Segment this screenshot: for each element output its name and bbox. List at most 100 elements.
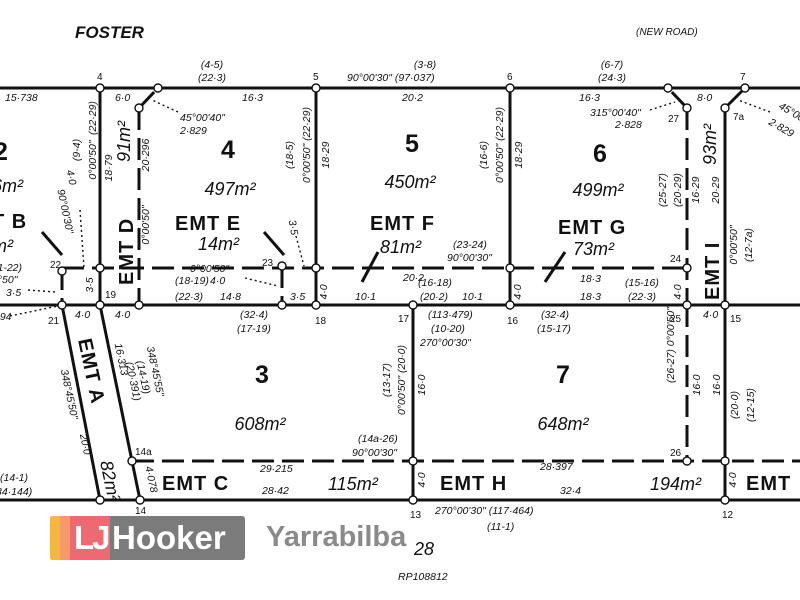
easement-area: 91m²: [114, 120, 134, 162]
dimension-label: 6·0: [115, 92, 130, 104]
dimension-label: (22·3): [175, 291, 203, 303]
dimension-label: (18-19): [175, 275, 209, 287]
dimension-label: 8·0: [697, 92, 712, 104]
dimension-label: 0°00'50" (22·29): [301, 107, 313, 183]
dimension-label: (18-5): [284, 141, 296, 169]
dimension-label: 4·0: [416, 472, 428, 487]
easement-label: EMT: [746, 473, 791, 495]
dimension-label: (32·4): [240, 309, 268, 321]
station-number: 13: [410, 510, 422, 521]
station-number: 16: [507, 316, 519, 327]
dimension-label: (4-5): [201, 59, 223, 71]
dimension-label: (12-7a): [743, 228, 755, 262]
survey-node: [95, 263, 105, 273]
survey-nodes: [57, 83, 750, 505]
lj-hooker-logo: LJ Hooker: [50, 516, 245, 560]
easement-label: EMT H: [440, 473, 507, 495]
easement-area: 73m²: [573, 239, 615, 259]
dimension-label: (20·2): [420, 291, 448, 303]
survey-node: [682, 300, 692, 310]
station-number: 4: [97, 72, 103, 83]
dimension-label: (22·3): [198, 72, 226, 84]
survey-node: [505, 83, 515, 93]
dimension-label: 0°50": [0, 274, 19, 286]
dimension-label: 394: [0, 311, 12, 323]
dimension-label: (24·3): [598, 72, 626, 84]
lot-number: 2: [0, 138, 8, 166]
survey-node: [311, 83, 321, 93]
survey-node: [311, 263, 321, 273]
station-number: 21: [48, 316, 60, 327]
dimension-label: 16·3: [579, 92, 600, 104]
dimension-label: 20·0: [77, 432, 93, 456]
dimension-label: 3·5: [6, 287, 21, 299]
station-number: 5: [313, 72, 319, 83]
lot-number: 5: [405, 130, 419, 158]
dimension-label: 90°00'30": [447, 252, 493, 264]
logo-hooker: Hooker: [112, 519, 226, 556]
dimension-label: 315°00'40": [590, 107, 642, 119]
lot-area: 648m²: [537, 414, 589, 434]
dimension-label: 29·215: [259, 463, 293, 475]
dimension-label: 3·5: [84, 277, 96, 292]
location-name: Yarrabilba: [266, 521, 407, 553]
dimension-label: 14·8: [220, 291, 241, 303]
dimension-label: (26-27) 0°00'50": [665, 306, 677, 383]
lot-number: 6: [593, 140, 607, 168]
survey-node: [408, 456, 418, 466]
lot-area: 497m²: [204, 179, 256, 199]
dimension-label: 4·0: [727, 472, 739, 487]
dimension-label: 4·0: [210, 275, 225, 287]
station-number: 19: [105, 290, 117, 301]
dimension-label: (3-8): [414, 59, 436, 71]
lot-number: 7: [556, 361, 570, 389]
lot-area: 499m²: [572, 180, 624, 200]
dimension-label: 28·397: [539, 461, 574, 473]
dimension-label: 4·0: [115, 309, 130, 321]
survey-node: [682, 103, 692, 113]
dimension-label: 0°00'50": [140, 204, 152, 244]
dimension-label: (15-16): [625, 277, 659, 289]
easement-label: EMT E: [175, 213, 241, 235]
logo-lj: LJ: [74, 519, 110, 556]
survey-node: [720, 300, 730, 310]
station-number: 25: [670, 314, 682, 325]
dimension-label: 0°00'50": [190, 263, 230, 275]
survey-node: [505, 300, 515, 310]
dimension-label: 34·144): [0, 486, 32, 498]
dimension-label: 10·1: [462, 291, 483, 303]
lot-number: 3: [255, 361, 269, 389]
lot-area: 6m²: [0, 176, 24, 196]
station-number: 7a: [733, 112, 745, 123]
station-number: 17: [398, 314, 410, 325]
dimension-label: 20·29: [710, 176, 722, 204]
survey-node: [135, 495, 145, 505]
dimension-label: (14-1): [0, 472, 28, 484]
survey-node: [57, 266, 67, 276]
lot-area: 608m²: [234, 414, 286, 434]
station-number: 27: [668, 114, 680, 125]
dimension-label: (6-7): [601, 59, 623, 71]
survey-node: [57, 300, 67, 310]
survey-node: [682, 456, 692, 466]
dimension-label: 15·738: [5, 92, 38, 104]
dimension-label: (22·29): [87, 101, 99, 135]
dimension-label: 0°00'50" (20·0): [396, 345, 408, 415]
dimension-label: 90°00'30": [352, 447, 398, 459]
dimension-label: (20·29): [672, 173, 684, 207]
station-number: 22: [50, 260, 62, 271]
station-number: 7: [740, 72, 746, 83]
dimension-label: 270°00'30": [419, 337, 472, 349]
dimension-label: 90°00'30": [54, 188, 75, 236]
easement-label: EMT I: [702, 242, 724, 300]
dimension-label: (12-15): [745, 388, 757, 422]
dimension-label: 16·0: [711, 374, 723, 395]
dimension-label: 90°00'30" (97·037): [347, 72, 435, 84]
dimension-label: 4·0: [703, 309, 718, 321]
dimension-label: 0°00'50": [728, 224, 740, 264]
dimension-label: 0°00'50" (22·29): [494, 107, 506, 183]
survey-node: [277, 261, 287, 271]
dimension-label: (15-17): [537, 323, 571, 335]
